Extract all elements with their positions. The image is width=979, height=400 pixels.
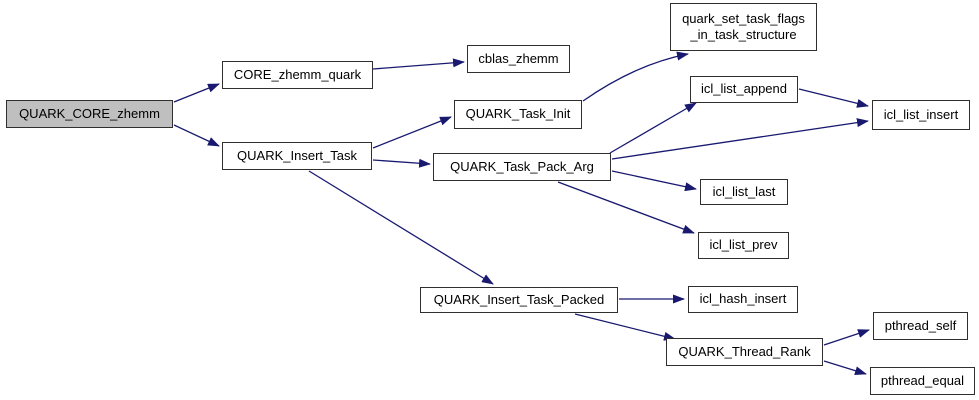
node-label: CORE_zhemm_quark bbox=[233, 66, 362, 82]
node-label: icl_list_last bbox=[712, 183, 776, 199]
node-label: cblas_zhemm bbox=[478, 50, 559, 66]
node-quark-insert-task[interactable]: QUARK_Insert_Task bbox=[222, 142, 372, 170]
node-quark-task-pack-arg[interactable]: QUARK_Task_Pack_Arg bbox=[433, 153, 611, 181]
edge-quark-thread-rank-to-pthread-self bbox=[823, 329, 870, 346]
node-label: pthread_equal bbox=[880, 372, 965, 388]
node-label: QUARK_Insert_Task bbox=[237, 147, 357, 163]
edge-core-zhemm-quark-to-cblas-zhemm bbox=[372, 58, 465, 70]
node-label: quark_set_task_flags _in_task_structure bbox=[682, 10, 805, 42]
node-cblas-zhemm[interactable]: cblas_zhemm bbox=[467, 45, 570, 73]
node-quark-task-init[interactable]: QUARK_Task_Init bbox=[454, 100, 582, 129]
node-pthread-self[interactable]: pthread_self bbox=[873, 312, 968, 340]
edge-quark-insert-task-to-quark-insert-task-packed bbox=[308, 170, 494, 285]
edge-quark-core-zhemm-to-quark-insert-task bbox=[173, 124, 220, 147]
edge-quark-task-pack-arg-to-icl-list-last bbox=[611, 170, 697, 192]
edge-quark-insert-task-to-quark-task-pack-arg bbox=[372, 158, 431, 168]
edge-quark-core-zhemm-to-core-zhemm-quark bbox=[173, 83, 220, 103]
edge-icl-list-append-to-icl-list-insert bbox=[798, 88, 869, 108]
node-label: QUARK_Task_Init bbox=[465, 106, 571, 122]
edge-quark-insert-task-to-quark-task-init bbox=[372, 116, 452, 149]
node-icl-list-prev[interactable]: icl_list_prev bbox=[698, 232, 789, 259]
node-label: icl_hash_insert bbox=[699, 291, 787, 307]
node-label: QUARK_Task_Pack_Arg bbox=[450, 158, 594, 174]
edge-quark-task-pack-arg-to-icl-list-prev bbox=[557, 181, 695, 234]
node-quark-core-zhemm: QUARK_CORE_zhemm bbox=[6, 100, 173, 128]
node-icl-list-last[interactable]: icl_list_last bbox=[700, 179, 788, 205]
node-label: QUARK_CORE_zhemm bbox=[19, 105, 160, 121]
node-core-zhemm-quark[interactable]: CORE_zhemm_quark bbox=[222, 61, 373, 89]
node-label: icl_list_insert bbox=[883, 106, 959, 122]
node-pthread-equal[interactable]: pthread_equal bbox=[870, 367, 975, 395]
edge-quark-thread-rank-to-pthread-equal bbox=[823, 360, 867, 376]
node-quark-insert-task-packed[interactable]: QUARK_Insert_Task_Packed bbox=[420, 287, 618, 313]
node-label: icl_list_prev bbox=[709, 237, 778, 253]
edge-quark-task-pack-arg-to-icl-list-insert bbox=[611, 118, 869, 160]
node-label: pthread_self bbox=[884, 317, 957, 333]
node-quark-set-task-flags[interactable]: quark_set_task_flags _in_task_structure bbox=[670, 3, 817, 51]
edge-quark-task-pack-arg-to-icl-list-append bbox=[609, 102, 697, 154]
node-icl-hash-insert[interactable]: icl_hash_insert bbox=[688, 286, 798, 313]
node-icl-list-append[interactable]: icl_list_append bbox=[690, 76, 798, 103]
edge-quark-insert-task-packed-to-quark-thread-rank bbox=[574, 313, 676, 341]
node-quark-thread-rank[interactable]: QUARK_Thread_Rank bbox=[666, 338, 823, 366]
node-icl-list-insert[interactable]: icl_list_insert bbox=[872, 100, 970, 130]
node-label: QUARK_Thread_Rank bbox=[678, 343, 811, 359]
node-label: icl_list_append bbox=[700, 81, 787, 97]
edge-quark-task-init-to-quark-set-task-flags bbox=[582, 51, 689, 102]
node-label: QUARK_Insert_Task_Packed bbox=[433, 291, 605, 307]
